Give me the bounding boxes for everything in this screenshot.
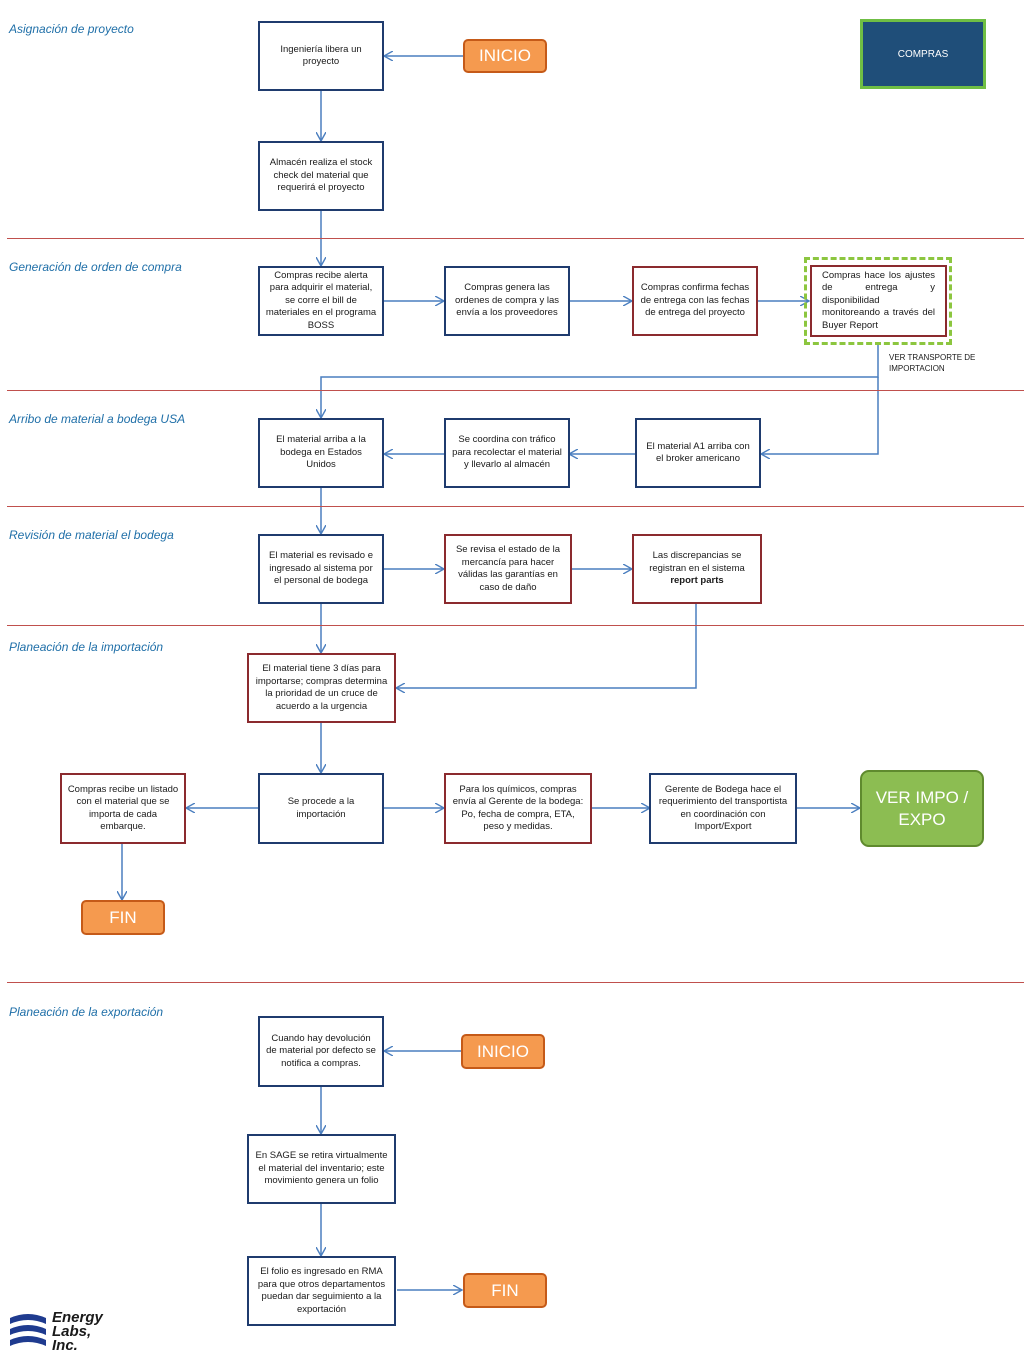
- step-sage: En SAGE se retira virtualmente el materi…: [247, 1134, 396, 1204]
- step-revisado: El material es revisado e ingresado al s…: [258, 534, 384, 604]
- section-divider: [7, 506, 1024, 507]
- step-ingenieria: Ingeniería libera un proyecto: [258, 21, 384, 91]
- step-confirma: Compras confirma fechas de entrega con l…: [632, 266, 758, 336]
- step-ordenes: Compras genera las ordenes de compra y l…: [444, 266, 570, 336]
- step-revisa-estado: Se revisa el estado de la mercancía para…: [444, 534, 572, 604]
- step-arriba-usa: El material arriba a la bodega en Estado…: [258, 418, 384, 488]
- step-discrepancias-text: Las discrepancias se registran en el sis…: [639, 550, 755, 588]
- logo-wordmark: Energy Labs, Inc.: [52, 1309, 103, 1354]
- arrow-ajustes-to-arriba-usa: [321, 345, 879, 417]
- arrow-ajustes-to-broker: [762, 377, 879, 454]
- terminal-inicio-exportacion: INICIO: [461, 1034, 545, 1069]
- step-listado: Compras recibe un listado con el materia…: [60, 773, 186, 844]
- company-logo: Energy Labs, Inc.: [8, 1308, 114, 1356]
- legend-compras-label: COMPRAS: [897, 48, 949, 60]
- section-divider: [7, 390, 1024, 391]
- section-label-arribo: Arribo de material a bodega USA: [9, 412, 186, 426]
- section-divider: [7, 982, 1024, 983]
- logo-line-1: Energy: [52, 1309, 103, 1326]
- step-ajustes: Compras hace los ajustes de entrega y di…: [810, 265, 947, 337]
- step-folio: El folio es ingresado en RMA para que ot…: [247, 1256, 396, 1326]
- logo-line-2: Labs,: [52, 1323, 92, 1340]
- logo-mark-icon: [10, 1314, 46, 1346]
- section-label-revision: Revisión de material el bodega: [9, 528, 174, 542]
- section-label-generacion: Generación de orden de compra: [9, 260, 182, 274]
- step-discrepancias-system: report parts: [670, 575, 724, 587]
- step-gerente: Gerente de Bodega hace el requerimiento …: [649, 773, 797, 844]
- terminal-ver-impo-expo: VER IMPO / EXPO: [860, 770, 984, 847]
- step-coordina: Se coordina con tráfico para recolectar …: [444, 418, 570, 488]
- step-quimicos: Para los químicos, compras envía al Gere…: [444, 773, 592, 844]
- step-broker: El material A1 arriba con el broker amer…: [635, 418, 761, 488]
- step-alerta: Compras recibe alerta para adquirir el m…: [258, 266, 384, 336]
- terminal-inicio: INICIO: [463, 39, 547, 73]
- logo-line-3: Inc.: [52, 1337, 78, 1354]
- step-devolucion: Cuando hay devolución de material por de…: [258, 1016, 384, 1087]
- arrow-discrepancias-to-tres-dias: [397, 604, 697, 688]
- section-label-exportacion: Planeación de la exportación: [9, 1005, 164, 1019]
- note-ver-transporte: VER TRANSPORTE DE IMPORTACION: [889, 353, 976, 373]
- step-almacen: Almacén realiza el stock check del mater…: [258, 141, 384, 211]
- section-divider: [7, 238, 1024, 239]
- terminal-fin-exportacion: FIN: [463, 1273, 547, 1308]
- step-discrepancias: Las discrepancias se registran en el sis…: [632, 534, 762, 604]
- section-label-asignacion: Asignación de proyecto: [9, 22, 134, 36]
- step-procede: Se procede a la importación: [258, 773, 384, 844]
- step-tres-dias: El material tiene 3 días para importarse…: [247, 653, 396, 723]
- step-discrepancias-label: Las discrepancias se registran en el sis…: [649, 550, 745, 574]
- section-label-importacion: Planeación de la importación: [9, 640, 164, 654]
- section-divider: [7, 625, 1024, 626]
- legend-compras: COMPRAS: [860, 19, 986, 89]
- terminal-fin: FIN: [81, 900, 165, 935]
- highlight-dashed-frame: [804, 257, 952, 345]
